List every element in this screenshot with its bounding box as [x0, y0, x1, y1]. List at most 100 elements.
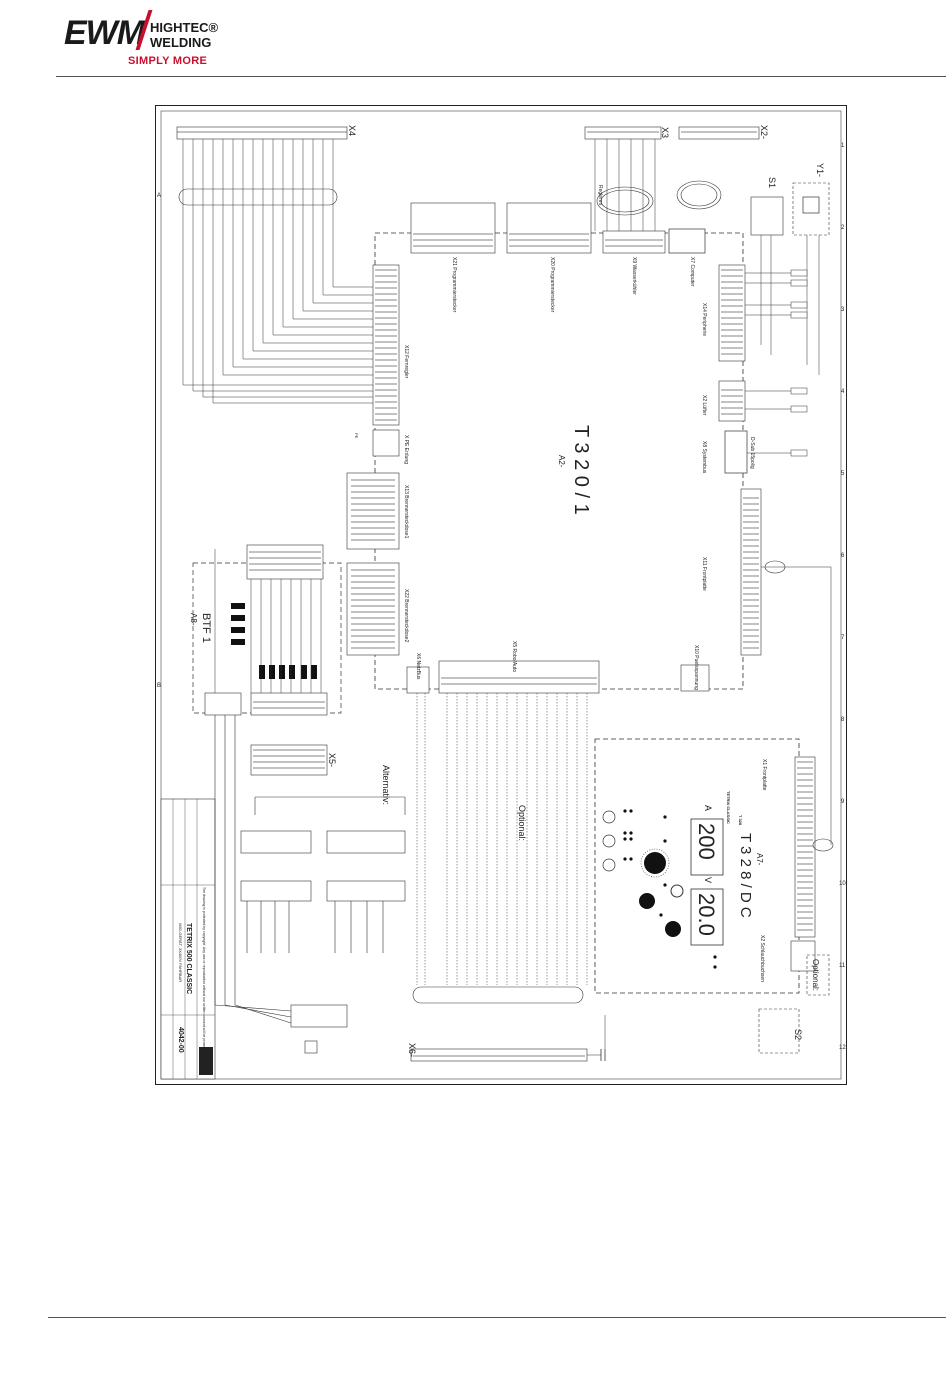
cable-bundle-x4	[178, 188, 338, 206]
x4-wires	[182, 139, 334, 403]
x9-label: X9 Wasserkühler	[631, 257, 637, 295]
x6-label: X6-	[407, 1043, 417, 1057]
x20-label: X20 Programmierstecker	[549, 257, 555, 313]
main-board-title: T 3 2 0 / 1	[570, 425, 592, 515]
connector-x20: X20 Programmierstecker	[506, 202, 592, 313]
display-model: T 328	[738, 815, 743, 826]
optional-right-label: Optional:	[811, 959, 820, 991]
s1-label: S1	[767, 177, 777, 188]
connector-xpe: X PE Erdung PE	[354, 429, 409, 464]
current-value: 200	[694, 823, 719, 860]
logo-welding-text: WELDING	[150, 35, 212, 50]
switch-s2: S2	[758, 1008, 803, 1054]
grid-letter: B	[157, 683, 161, 689]
x3-wires	[594, 139, 656, 231]
mode-button-icon[interactable]	[602, 810, 616, 824]
btf-wires	[214, 549, 322, 693]
connector-x7: X7 Computer	[668, 228, 706, 287]
ferrite-ring	[596, 186, 654, 216]
grid-num: 12	[839, 1045, 846, 1051]
connector-x3: X3	[584, 126, 670, 140]
mode-button-icon[interactable]	[602, 858, 616, 872]
knob-bottom-icon[interactable]	[665, 921, 681, 937]
display-board-ref: A7-	[755, 853, 764, 866]
x2-luefter-label: X2 Lüfter	[701, 395, 707, 416]
alternativ-label: Alternativ:	[381, 765, 391, 805]
x5-robo-label: X5 Robo/Auto	[511, 641, 517, 672]
connector-x6: X6-	[407, 1043, 588, 1062]
grid-num: 10	[839, 881, 846, 887]
connector-x12: X12 Fernregler	[372, 264, 409, 426]
optional-center-label: Optional:	[517, 805, 527, 841]
connector-x4: X4	[176, 125, 357, 140]
connector-x1: X1 Frontplatte	[761, 756, 816, 938]
pe-label: PE	[354, 433, 359, 439]
grid-num: 6	[841, 553, 845, 559]
x6-netzbus-label: X6 NetzBus	[415, 653, 421, 680]
wiring-schematic: 1 2 3 4 5 6 7 8 9 10 11 12 A B T 3 2 0 /…	[157, 110, 846, 1080]
grid-numbers: 1 2 3 4 5 6 7 8 9 10 11 12 A B	[157, 143, 846, 1051]
mode-buttons	[602, 810, 616, 872]
title-ewm-badge	[199, 1047, 213, 1075]
x13-label: X13 Brennersteckdose1	[403, 485, 409, 539]
x2-label: X2-	[759, 125, 769, 139]
main-knob-icon[interactable]	[644, 852, 666, 874]
x12-wires	[183, 286, 373, 404]
x12-label: X12 Fernregler	[403, 345, 409, 379]
current-display: 200 A	[690, 805, 724, 876]
connector-x13: X13 Brennersteckdose1	[346, 472, 409, 550]
voltage-value: 20.0	[694, 893, 719, 936]
logo-hightec-text: HIGHTEC®	[150, 20, 219, 35]
logo-tagline: SIMPLY MORE	[128, 55, 208, 67]
title-drawing-number: 4042-00	[177, 1027, 184, 1053]
s2-label: S2	[793, 1029, 803, 1040]
display-board-label: T 3 2 8 / D C A7-	[737, 833, 764, 918]
cable-bundle-x6	[412, 986, 584, 1004]
logo-ewm-text: EWM	[64, 14, 145, 52]
connector-x9: X9 Wasserkühler	[602, 230, 666, 295]
connector-x21: X21 Programmierstecker	[410, 202, 496, 313]
x21-label: X21 Programmierstecker	[451, 257, 457, 313]
alternativ-blocks	[240, 796, 406, 953]
voltage-unit: V	[703, 877, 713, 883]
connector-x6-netzbus: X6 NetzBus	[406, 653, 430, 694]
ewm-logo: EWM HIGHTEC® WELDING SIMPLY MORE	[64, 8, 244, 70]
title-product: TETRIX 500 CLASSIC	[185, 923, 192, 994]
x4-label: X4	[347, 125, 357, 136]
xpe-label: X PE Erdung	[403, 435, 409, 464]
optional-wires	[416, 693, 588, 985]
x11-label: X11 Frontplatte	[701, 557, 707, 591]
grid-num: 8	[841, 717, 845, 723]
grid-num: 7	[841, 635, 845, 641]
title-subtitle: WIG-GERÄT, 3X400V FAHRBAR	[178, 923, 183, 982]
btf-connectors	[204, 544, 328, 716]
display-brand: TETRIX CLASSIC	[726, 791, 731, 824]
btf-ref: A8-	[189, 613, 198, 626]
btf-label: BTF 1 A8-	[189, 613, 212, 643]
current-unit: A	[703, 805, 713, 811]
grid-num: 11	[839, 963, 846, 969]
y1-label: Y1-	[815, 163, 825, 177]
btf-title: BTF 1	[200, 613, 212, 643]
optional-box-right	[806, 954, 830, 996]
grid-num: 9	[841, 799, 845, 805]
arrow-button-icon[interactable]	[670, 884, 684, 898]
voltage-display: 20.0 V	[690, 877, 724, 946]
header-rule	[56, 76, 946, 77]
title-copyright: The drawing is protected by copyright. A…	[202, 887, 206, 1057]
ferrite-ring-2	[676, 180, 722, 210]
connector-x22: X22 Brennersteckdose2	[346, 562, 409, 656]
drawing-frame	[155, 105, 847, 1085]
connector-x2-luefter: X2 Lüfter	[701, 380, 808, 422]
knob-left-icon[interactable]	[639, 893, 655, 909]
mode-button-icon[interactable]	[602, 834, 616, 848]
connector-x2: X2-	[678, 125, 769, 140]
grid-num: 1	[841, 143, 845, 149]
grid-num: 5	[841, 471, 845, 477]
grid-num: 4	[841, 389, 845, 395]
valve-y1: Y1-	[792, 163, 830, 236]
s1-y1-wires	[760, 235, 820, 375]
x1-label: X1 Frontplatte	[761, 759, 767, 791]
grid-letter: A	[157, 193, 161, 199]
indicator-leds	[623, 809, 717, 969]
